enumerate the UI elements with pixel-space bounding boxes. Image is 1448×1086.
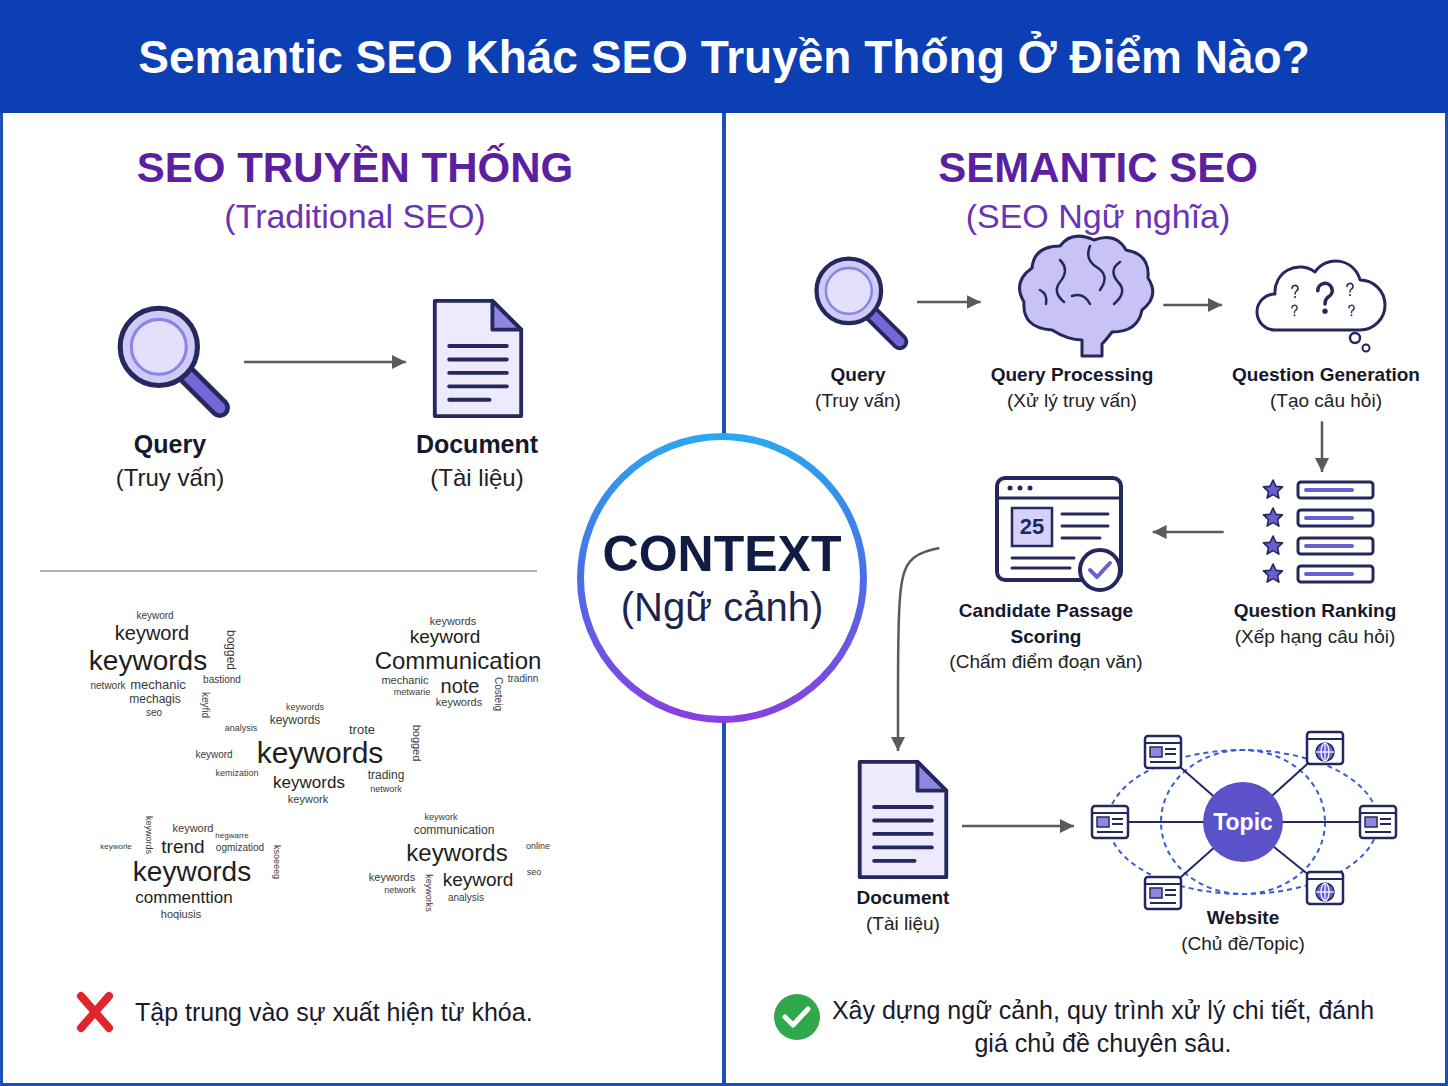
flow-arrow — [917, 301, 981, 304]
flow-arrow — [898, 548, 939, 751]
node-title: Document — [854, 885, 952, 911]
cloud-word: keyword — [115, 623, 189, 643]
cloud-word: bastiond — [203, 675, 241, 685]
flow-arrow — [1163, 304, 1222, 307]
cloud-word: keyworks — [424, 874, 433, 912]
node-title: Question Generation — [1232, 362, 1420, 388]
cloud-word: keywords — [89, 647, 207, 675]
cloud-word: keywords — [369, 872, 415, 883]
node-subtitle: (Chủ đề/Topic) — [1084, 931, 1402, 957]
panel-subheading: (Traditional SEO) — [224, 199, 485, 233]
panel-heading: SEO TRUYỀN THỐNG — [137, 147, 573, 189]
note-text: Tập trung vào sự xuất hiện từ khóa. — [135, 1000, 533, 1025]
cloud-word: tradinn — [508, 674, 539, 684]
cloud-word: Costeig — [493, 677, 503, 711]
cloud-word: ksoeeeg — [272, 845, 281, 879]
node-title: Query — [106, 428, 234, 462]
cloud-word: online — [526, 842, 550, 851]
cloud-word: keywords — [144, 816, 153, 854]
cloud-word: mechanic — [381, 675, 428, 686]
cloud-word: trend — [161, 837, 204, 856]
cloud-word: network — [370, 785, 402, 794]
node-title: Document — [416, 428, 538, 462]
cloud-word: keywords — [270, 714, 321, 726]
cloud-word: kemization — [215, 769, 258, 778]
cloud-word: commenttion — [135, 889, 232, 906]
cloud-word: keyworle — [100, 843, 132, 851]
cloud-word: Communication — [375, 649, 542, 673]
node-subtitle: (Chấm điểm đoạn văn) — [949, 649, 1142, 675]
cloud-word: note — [441, 676, 480, 696]
node-title: Topic — [1213, 809, 1273, 835]
cloud-word: keywords — [133, 858, 251, 886]
panel-heading: SEMANTIC SEO — [938, 147, 1258, 189]
website-node: Website(Chủ đề/Topic) Topic — [1078, 725, 1408, 960]
cloud-word: network — [90, 681, 125, 691]
cloud-word: seo — [527, 868, 542, 877]
node-title: Website — [1084, 905, 1402, 931]
cloud-word: keyword — [136, 611, 173, 621]
cloud-word: keywords — [406, 841, 507, 865]
node-subtitle: (Tài liệu) — [416, 462, 538, 494]
process-node: Question Ranking(Xếp hạng câu hỏi) — [1228, 476, 1403, 653]
query-node: Query(Truy vấn) — [100, 298, 240, 498]
cloud-word: mechagis — [129, 693, 180, 705]
node-subtitle: (Truy vấn) — [106, 462, 234, 494]
process-node: Candidate Passage Scoring(Chấm điểm đoạn… — [943, 476, 1148, 679]
cloud-word: trote — [349, 723, 375, 736]
icon-number: 25 — [1020, 516, 1044, 538]
process-node: Question Generation(Tạo câu hỏi) — [1226, 256, 1426, 417]
cloud-word: analysis — [225, 724, 258, 733]
context-circle: CONTEXT(Ngữ cảnh) — [576, 432, 868, 724]
process-node: Query Processing(Xử lý truy vấn) — [985, 250, 1160, 417]
cloud-word: metwarie — [394, 688, 431, 697]
cloud-word: keyfid — [200, 692, 210, 718]
cloud-word: keyword — [173, 823, 214, 834]
document-node: Document(Tài liệu) — [410, 298, 544, 498]
query-node: Query(Truy vấn) — [803, 250, 913, 417]
note-text: Xây dựng ngữ cảnh, quy trình xử lý chi t… — [818, 994, 1388, 1060]
cloud-word: keywork — [424, 813, 457, 822]
node-subtitle: (Truy vấn) — [809, 388, 907, 414]
node-subtitle: (Ngữ cảnh) — [621, 584, 823, 630]
cloud-word: keywords — [436, 697, 482, 708]
cloud-word: keyword — [443, 870, 514, 889]
cloud-word: keyword — [195, 750, 232, 760]
cloud-word: hoqiusis — [161, 909, 201, 920]
cloud-word: keywords — [273, 774, 345, 791]
node-title: Query Processing — [991, 362, 1154, 388]
cloud-word: analysis — [448, 893, 484, 903]
cloud-word: keywork — [288, 794, 328, 805]
cloud-word: hegwarre — [215, 832, 248, 840]
node-subtitle: (Tạo câu hỏi) — [1232, 388, 1420, 414]
cloud-word: bogged — [225, 630, 237, 670]
flow-arrow — [1153, 531, 1224, 534]
flow-arrow — [1321, 421, 1324, 472]
cloud-word: keywords — [257, 738, 384, 768]
node-title: CONTEXT — [603, 526, 842, 584]
cloud-word: keywords — [286, 703, 324, 712]
node-subtitle: (Tài liệu) — [854, 911, 952, 937]
cloud-word: seo — [146, 708, 162, 718]
cloud-word: trading — [368, 769, 405, 781]
cloud-word: communication — [414, 824, 495, 836]
node-subtitle: (Xếp hạng câu hỏi) — [1234, 624, 1397, 650]
node-title: Question Ranking — [1234, 598, 1397, 624]
node-subtitle: (Xử lý truy vấn) — [991, 388, 1154, 414]
node-title: Candidate Passage Scoring — [956, 598, 1136, 649]
cloud-word: ogmizatiod — [216, 843, 264, 853]
cloud-word: bogged — [411, 725, 422, 762]
flow-arrow — [962, 825, 1074, 828]
document-node: Document(Tài liệu) — [848, 755, 958, 940]
topic-circle: Topic — [1202, 781, 1284, 863]
title-text: Semantic SEO Khác SEO Truyền Thống Ở Điể… — [0, 0, 1448, 113]
cloud-word: mechanic — [130, 678, 186, 691]
cloud-word: keyword — [410, 627, 481, 646]
cloud-word: network — [384, 886, 416, 895]
cloud-word: keywords — [430, 616, 476, 627]
node-title: Query — [809, 362, 907, 388]
panel-subheading: (SEO Ngữ nghĩa) — [966, 199, 1231, 233]
flow-arrow — [244, 361, 406, 364]
